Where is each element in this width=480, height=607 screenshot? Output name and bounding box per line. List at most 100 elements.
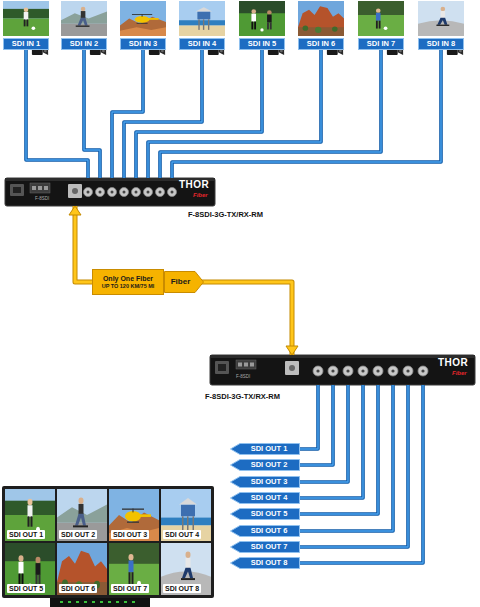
output-tag: SDI OUT 8 [230,557,300,569]
monitor-thumbnail [57,489,107,541]
monitor [2,486,214,607]
monitor-thumbnail [161,489,211,541]
output-tag: SDI OUT 1 [230,443,300,455]
bnc-pins [87,191,174,194]
bnc-connectors [84,188,177,197]
bnc-pins [316,369,424,372]
monitor-thumbnail [57,543,107,595]
thumbnail-caption: SDI OUT 7 [111,584,149,593]
tag-text: SDI IN 3 [129,40,157,48]
arrow-head [69,206,81,215]
cable-outline [75,206,292,355]
cable-core [300,385,378,514]
brand-subtitle: Fiber [452,370,467,376]
cable-core [300,385,363,498]
bnc-connectors [313,366,428,376]
monitor-thumbnail [109,489,159,541]
cable-outline [300,385,393,531]
chassis-edge [210,355,475,358]
sdi-cable [26,50,88,178]
fiber-port [72,188,78,194]
tag-text: SDI OUT 7 [251,543,288,551]
model-label: F-8SDI-3G-TX/RX-RM [205,393,280,401]
arrow-head [286,346,298,355]
feed-image [61,1,107,36]
cable-outline [300,385,408,547]
cable-core [300,385,318,449]
tag-text: SDI IN 5 [248,40,276,48]
monitor-bezel [2,486,214,598]
cable-core [26,50,88,178]
thumbnail-caption: SDI OUT 8 [163,584,201,593]
cable-outline [300,385,363,498]
input-tag: SDI IN 8 [418,38,464,50]
fiber-tag: Fiber [164,271,204,293]
tag-text: SDI OUT 5 [251,510,288,518]
cable-core [84,50,100,178]
sdi-cable [300,385,318,449]
fiber-transceiver: THORFiberF-8SDIF-8SDI-3G-TX/RX-RM [5,178,215,206]
input-tag: SDI IN 1 [3,38,49,50]
cable-core [112,50,143,178]
arrow-tag-outline [231,509,300,520]
feed-image [239,1,285,36]
arrow-tag-outline [231,493,300,504]
cable-core [136,50,262,178]
tag-text: Fiber [171,278,191,286]
sdi-cable [300,385,348,482]
sdi-cable [300,385,378,514]
arrow-tag-outline [231,542,300,553]
callout-heading: Only One Fiber [103,275,153,282]
output-tag: SDI OUT 3 [230,476,300,488]
feed-image [298,1,344,36]
cable-core [172,50,441,178]
chassis-body [210,355,475,385]
power-inlet [10,184,24,196]
cable-outline [300,385,423,563]
camera-feeds [3,1,464,36]
fiber-transceiver: THORFiberF-8SDIF-8SDI-3G-TX/RX-RM [210,355,475,385]
sdi-cable [148,50,321,178]
thumbnail-caption: SDI OUT 5 [7,584,45,593]
sdi-cable [300,385,408,547]
terminal-block [30,183,50,193]
cable-outline [26,50,88,178]
tag-text: SDI IN 4 [188,40,216,48]
cable-core [300,385,393,531]
cable-outline [160,50,381,178]
terminal-block [236,360,256,369]
power-inlet [13,187,21,193]
cable-outline [300,385,348,482]
output-tag: SDI OUT 4 [230,492,300,504]
callout-note: UP TO 120 KM/75 MI [102,284,155,290]
output-tag: SDI OUT 7 [230,541,300,553]
input-tag: SDI IN 3 [120,38,166,50]
thumbnail-caption: SDI OUT 1 [7,530,45,539]
transmitter-chassis [5,178,215,206]
terminal-slot [44,186,48,190]
output-tag: SDI OUT 6 [230,525,300,537]
cable-outline [172,50,441,178]
sdi-cable [172,50,441,178]
model-badge: F-8SDI [236,375,250,380]
cable-outline [148,50,321,178]
input-tag: SDI IN 2 [61,38,107,50]
thumbnail-caption: SDI OUT 3 [111,530,149,539]
model-badge: F-8SDI [35,197,49,202]
output-tag: SDI OUT 5 [230,508,300,520]
tag-text: SDI OUT 6 [251,527,288,535]
arrow-tag-outline [231,526,300,537]
arrow-tag-outline [231,477,300,488]
fiber-port [68,184,82,198]
thumbnail-caption: SDI OUT 2 [59,530,97,539]
terminal-slot [250,363,254,367]
cable-core [300,385,423,563]
brand-subtitle: Fiber [193,192,208,198]
cable-outline [300,385,333,465]
receiver-chassis [210,355,475,385]
terminal-slot [238,363,242,367]
input-tag: SDI IN 7 [358,38,404,50]
cable-outline [300,385,318,449]
cable-core [300,385,408,547]
